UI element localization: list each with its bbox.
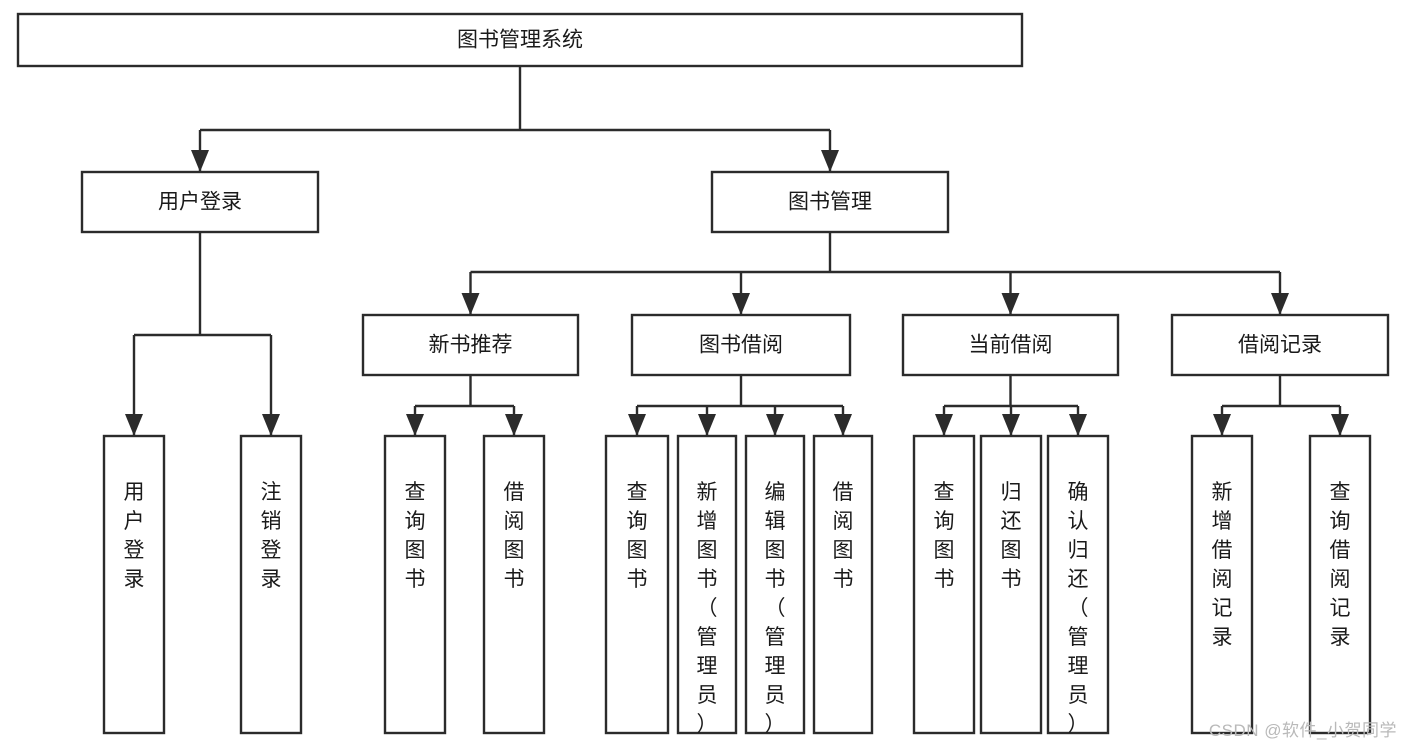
node-box[interactable] (102, 434, 166, 735)
node-label: 注销登录 (261, 481, 282, 591)
node-box[interactable] (239, 434, 303, 735)
arrow-head-icon (766, 414, 784, 436)
node-label: 借阅图书 (833, 481, 854, 591)
node-label: 用户登录 (124, 481, 145, 591)
node-leaf-query-book-2[interactable]: 查询图书 (604, 434, 670, 735)
arrow-head-icon (1002, 414, 1020, 436)
node-label: 借阅图书 (504, 481, 525, 591)
node-box[interactable] (1170, 313, 1390, 377)
node-box[interactable] (16, 12, 1024, 68)
arrow-head-icon (821, 150, 839, 172)
node-box[interactable] (979, 434, 1043, 735)
node-label: 图书管理系统 (457, 29, 583, 52)
node-box[interactable] (80, 170, 320, 234)
node-leaf-user-login[interactable]: 用户登录 (102, 434, 166, 735)
arrow-head-icon (698, 414, 716, 436)
node-label: 图书借阅 (699, 334, 783, 357)
node-label: 查询图书 (627, 481, 648, 591)
node-leaf-return-book[interactable]: 归还图书 (979, 434, 1043, 735)
node-leaf-query-borrow-record[interactable]: 查询借阅记录 (1308, 434, 1372, 735)
node-leaf-user-logout[interactable]: 注销登录 (239, 434, 303, 735)
node-box[interactable] (361, 313, 580, 377)
arrow-head-icon (505, 414, 523, 436)
arrow-head-icon (461, 293, 480, 315)
node-label: 编辑图书（管理员） (765, 481, 786, 736)
node-box[interactable] (383, 434, 447, 735)
node-label: 当前借阅 (969, 334, 1053, 357)
node-book-manage[interactable]: 图书管理 (710, 170, 950, 234)
node-layer: 图书管理系统用户登录图书管理新书推荐图书借阅当前借阅借阅记录用户登录注销登录查询… (16, 12, 1390, 736)
node-label: 新增借阅记录 (1212, 481, 1233, 649)
arrow-head-icon (1069, 414, 1087, 436)
node-label: 确认归还（管理员） (1068, 481, 1089, 736)
node-label: 新书推荐 (429, 334, 513, 357)
node-box[interactable] (912, 434, 976, 735)
node-box[interactable] (744, 434, 806, 735)
node-leaf-query-book-1[interactable]: 查询图书 (383, 434, 447, 735)
node-label: 借阅记录 (1238, 334, 1322, 357)
arrow-head-icon (1001, 293, 1020, 315)
node-new-book-recommend[interactable]: 新书推荐 (361, 313, 580, 377)
node-label: 查询借阅记录 (1330, 481, 1351, 649)
arrow-head-icon (834, 414, 852, 436)
node-leaf-add-book[interactable]: 新增图书（管理员） (676, 434, 738, 736)
node-label: 归还图书 (1001, 481, 1022, 591)
node-leaf-add-borrow-record[interactable]: 新增借阅记录 (1190, 434, 1254, 735)
node-user-login[interactable]: 用户登录 (80, 170, 320, 234)
node-current-borrow[interactable]: 当前借阅 (901, 313, 1120, 377)
node-leaf-edit-book[interactable]: 编辑图书（管理员） (744, 434, 806, 736)
node-box[interactable] (630, 313, 852, 377)
node-root[interactable]: 图书管理系统 (16, 12, 1024, 68)
node-box[interactable] (1190, 434, 1254, 735)
node-box[interactable] (1046, 434, 1110, 735)
node-label: 查询图书 (934, 481, 955, 591)
arrow-head-icon (262, 414, 280, 436)
arrow-head-icon (1271, 293, 1289, 315)
node-book-borrow[interactable]: 图书借阅 (630, 313, 852, 377)
node-label: 用户登录 (158, 191, 242, 214)
node-box[interactable] (901, 313, 1120, 377)
arrow-head-icon (191, 150, 209, 172)
node-label: 查询图书 (405, 481, 426, 591)
node-box[interactable] (604, 434, 670, 735)
node-box[interactable] (482, 434, 546, 735)
arrow-head-icon (628, 414, 646, 436)
node-leaf-query-book-3[interactable]: 查询图书 (912, 434, 976, 735)
arrow-head-icon (1331, 414, 1349, 436)
node-leaf-confirm-return[interactable]: 确认归还（管理员） (1046, 434, 1110, 736)
connector-layer (125, 66, 1349, 436)
node-label: 新增图书（管理员） (697, 481, 718, 736)
arrow-head-icon (406, 414, 424, 436)
node-leaf-borrow-book-1[interactable]: 借阅图书 (482, 434, 546, 735)
arrow-head-icon (1213, 414, 1231, 436)
node-leaf-borrow-book-2[interactable]: 借阅图书 (812, 434, 874, 735)
arrow-head-icon (935, 414, 953, 436)
arrow-head-icon (732, 293, 750, 315)
node-box[interactable] (710, 170, 950, 234)
node-box[interactable] (1308, 434, 1372, 735)
node-box[interactable] (812, 434, 874, 735)
node-box[interactable] (676, 434, 738, 735)
arrow-head-icon (125, 414, 143, 436)
node-label: 图书管理 (788, 191, 872, 214)
node-borrow-record[interactable]: 借阅记录 (1170, 313, 1390, 377)
